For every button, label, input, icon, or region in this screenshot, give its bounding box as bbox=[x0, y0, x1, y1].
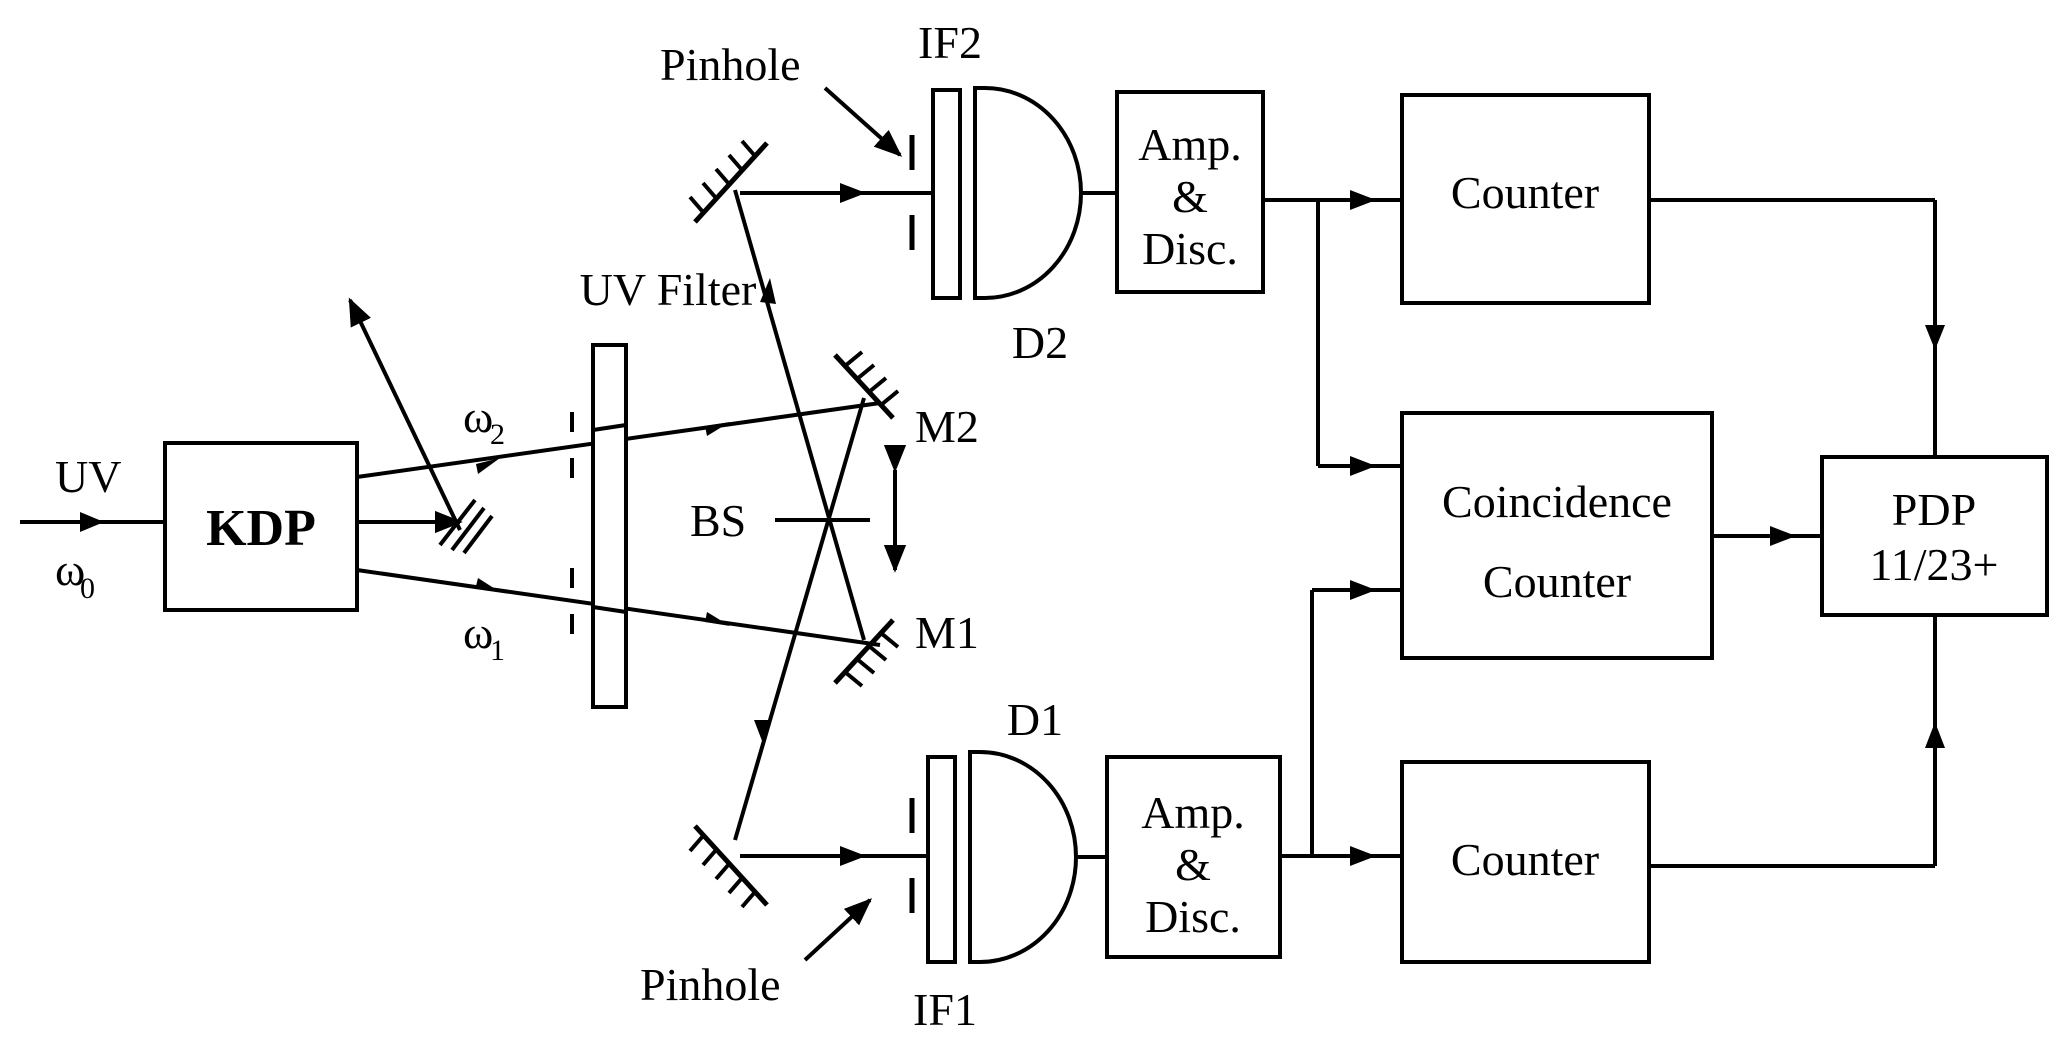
d1-label: D1 bbox=[1007, 694, 1063, 745]
svg-text:1: 1 bbox=[490, 634, 505, 667]
pinhole-bottom-label: Pinhole bbox=[640, 959, 781, 1010]
pdp-computer-box bbox=[1820, 455, 2049, 617]
coincidence-line1: Coincidence bbox=[1442, 476, 1672, 527]
upper-detector-beam bbox=[740, 183, 940, 203]
svg-text:2: 2 bbox=[490, 418, 505, 451]
pinhole-top-label: Pinhole bbox=[660, 39, 801, 90]
counter-top-label: Counter bbox=[1451, 167, 1599, 218]
amp-top-line3: Disc. bbox=[1142, 223, 1238, 274]
pdp-line2: 11/23+ bbox=[1869, 539, 1998, 590]
coincidence-line2: Counter bbox=[1483, 556, 1631, 607]
coincidence-counter-box bbox=[1400, 411, 1714, 660]
amp-bottom-line2: & bbox=[1175, 839, 1211, 890]
if2-label: IF2 bbox=[918, 17, 982, 68]
omega0-label: ω 0 bbox=[55, 544, 95, 605]
amp-disc-bottom-box bbox=[1105, 755, 1282, 959]
lower-detector-beam bbox=[740, 846, 940, 866]
pdp-line1: PDP bbox=[1892, 484, 1976, 535]
svg-text:ω: ω bbox=[463, 607, 493, 658]
crossing-beams bbox=[733, 189, 866, 841]
m2-label: M2 bbox=[915, 401, 979, 452]
beam-through-filter bbox=[592, 423, 627, 614]
omega1-label: ω 1 bbox=[463, 607, 505, 667]
svg-text:0: 0 bbox=[80, 572, 95, 605]
kdp-crystal-box bbox=[163, 441, 359, 612]
uv-label: UV bbox=[55, 451, 121, 502]
uv-filter-plate bbox=[591, 343, 628, 709]
detector-d1 bbox=[968, 750, 1078, 964]
uv-filter-label: UV Filter bbox=[580, 264, 757, 315]
pump-dump-mirror bbox=[348, 297, 494, 555]
amp-top-line1: Amp. bbox=[1138, 119, 1242, 170]
counter-to-pdp-wiring bbox=[1649, 198, 1945, 868]
mirror-m1 bbox=[833, 618, 900, 688]
top-amp-wiring bbox=[1263, 190, 1402, 476]
counter-top-box bbox=[1400, 93, 1651, 305]
bottom-amp-wiring bbox=[1280, 580, 1402, 866]
if2-filter bbox=[931, 88, 962, 300]
uv-input-beam bbox=[20, 512, 165, 532]
counter-bottom-label: Counter bbox=[1451, 834, 1599, 885]
if1-filter bbox=[926, 755, 957, 964]
amp-bottom-line1: Amp. bbox=[1141, 787, 1245, 838]
lower-fold-mirror bbox=[688, 824, 769, 909]
pinhole-top-pointer bbox=[823, 86, 903, 157]
beam-splitter bbox=[775, 444, 907, 573]
svg-text:ω: ω bbox=[55, 544, 85, 595]
counter-bottom-box bbox=[1400, 760, 1651, 964]
detector-d2 bbox=[973, 86, 1083, 300]
omega2-label: ω 2 bbox=[463, 391, 505, 451]
upper-fold-mirror bbox=[688, 139, 769, 224]
svg-text:ω: ω bbox=[463, 391, 493, 442]
amp-bottom-line3: Disc. bbox=[1145, 891, 1241, 942]
d2-label: D2 bbox=[1012, 317, 1068, 368]
m1-label: M1 bbox=[915, 607, 979, 658]
mirror-m2 bbox=[833, 350, 900, 420]
amp-disc-top-box bbox=[1115, 90, 1265, 294]
if1-label: IF1 bbox=[913, 984, 977, 1035]
bs-label: BS bbox=[690, 495, 746, 546]
amp-top-line2: & bbox=[1172, 171, 1208, 222]
kdp-label: KDP bbox=[206, 500, 316, 557]
pinhole-bottom-pointer bbox=[803, 898, 873, 962]
